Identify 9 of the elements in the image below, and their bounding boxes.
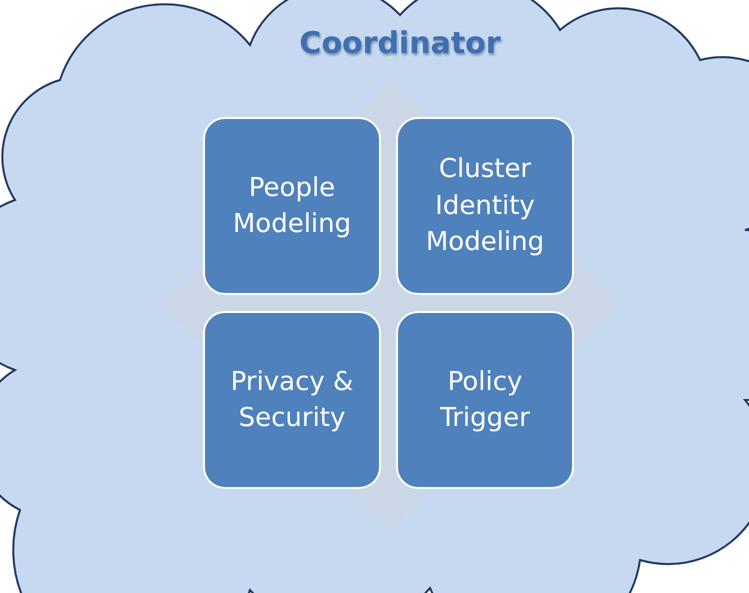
box-label: Policy Trigger: [439, 366, 531, 435]
rounded-box: [203, 311, 381, 489]
cloud-title: Coordinator: [298, 26, 502, 61]
box-label: People Modeling: [232, 172, 352, 241]
box-label: Privacy & Security: [230, 366, 354, 435]
rounded-box: [396, 311, 574, 489]
box-label: Cluster Identity Modeling: [424, 153, 546, 260]
rounded-box: [203, 117, 381, 295]
rounded-box: [396, 117, 574, 295]
